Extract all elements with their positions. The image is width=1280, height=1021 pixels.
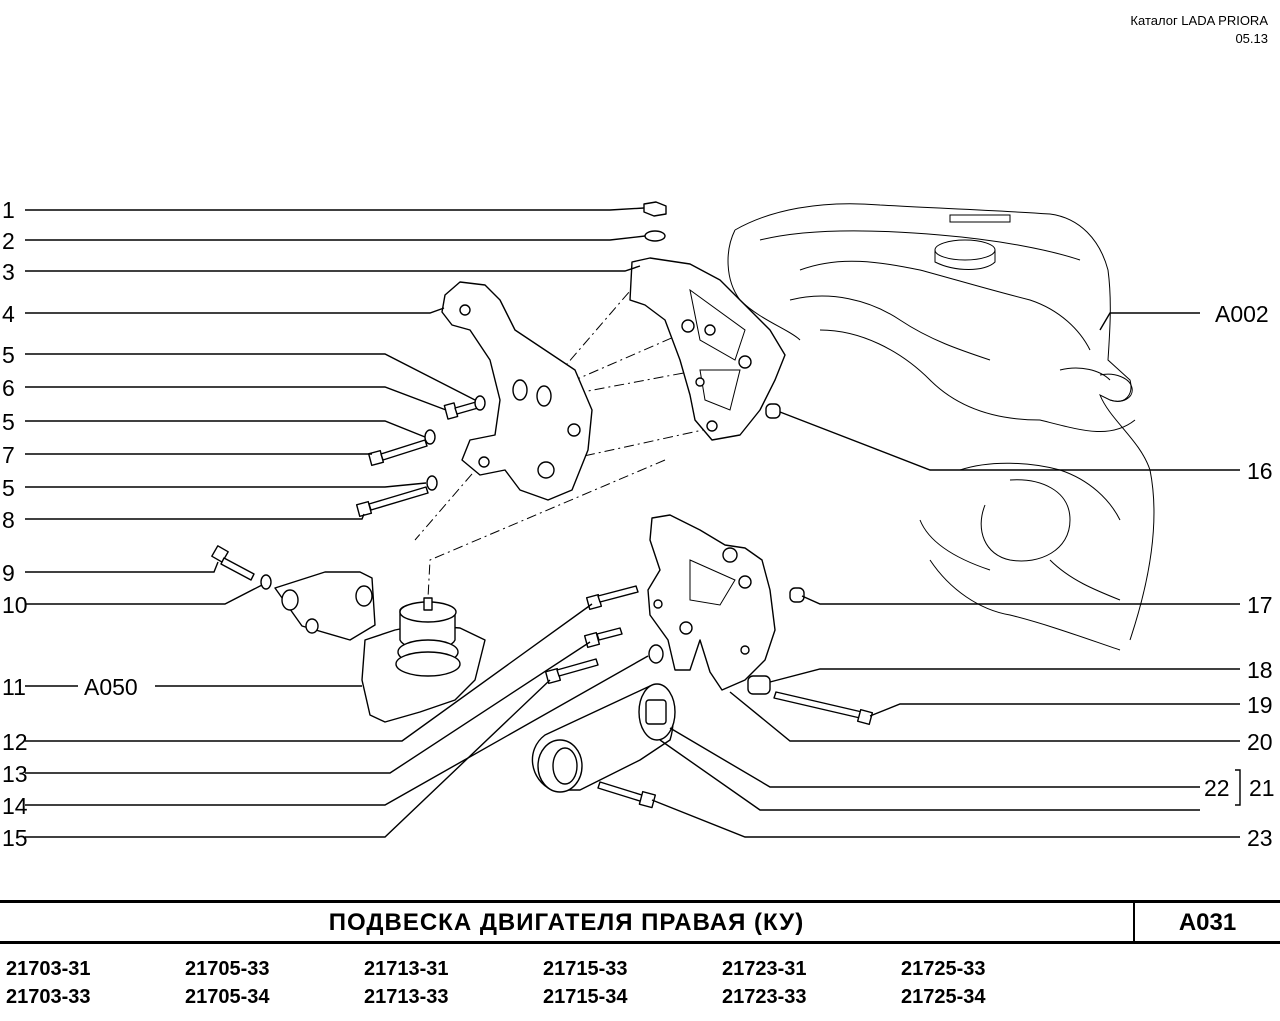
plate [274, 571, 376, 641]
fasteners [211, 201, 874, 809]
model-code: 21713-31 [364, 958, 449, 980]
model-code: 21703-31 [6, 958, 91, 980]
washer-5c [426, 475, 438, 491]
section-code: A031 [1178, 909, 1237, 936]
callout-17: 17 [1247, 592, 1273, 618]
callout-1: 1 [2, 197, 15, 223]
title-divider [1133, 903, 1135, 941]
ref-a002[interactable]: A002 [1215, 301, 1269, 327]
callout-23: 23 [1247, 825, 1273, 851]
callout-7: 7 [2, 442, 15, 468]
page-title: ПОДВЕСКА ДВИГАТЕЛЯ ПРАВАЯ (КУ) [328, 909, 805, 936]
torque-rod [531, 683, 676, 793]
callout-5b: 5 [2, 409, 15, 435]
model-list: 21703-31 21705-33 21713-31 21715-33 2172… [6, 958, 1106, 1014]
nut-1 [643, 201, 667, 217]
engine-mount-support [361, 597, 486, 723]
bolt-23 [597, 781, 657, 809]
model-code: 21725-33 [901, 958, 986, 980]
lower-bracket [647, 514, 776, 691]
callout-6: 6 [2, 375, 15, 401]
washer-5b [424, 429, 436, 445]
washer-12 [648, 644, 664, 664]
callout-18: 18 [1247, 657, 1273, 683]
model-code: 21713-33 [364, 986, 449, 1008]
bushing-16 [765, 403, 781, 419]
leader-lines [25, 207, 1241, 838]
callout-12: 12 [2, 729, 28, 755]
bolt-8 [355, 486, 429, 518]
model-code: 21705-33 [185, 958, 270, 980]
washer-10 [260, 574, 272, 590]
bolt-6 [443, 401, 479, 420]
bolt-7 [367, 439, 428, 467]
model-code: 21723-31 [722, 958, 807, 980]
washer-5a [474, 395, 486, 411]
callout-5a: 5 [2, 342, 15, 368]
catalog-date: 05.13 [1235, 31, 1268, 46]
callout-5c: 5 [2, 475, 15, 501]
callout-3: 3 [2, 259, 15, 285]
catalog-header: Каталог LADA PRIORA 05.13 [1130, 12, 1268, 48]
bolt-15 [544, 658, 599, 685]
callout-4: 4 [2, 301, 15, 327]
sleeve-18 [747, 675, 771, 695]
callouts-right: A002 16 17 18 19 20 22 21 23 [1204, 301, 1275, 851]
model-row-2: 21703-33 21705-34 21713-33 21715-34 2172… [6, 986, 1106, 1014]
engine-outline [727, 203, 1155, 651]
model-code: 21725-34 [901, 986, 986, 1008]
exploded-view-diagram: 1 2 3 4 5 6 5 7 5 8 9 10 11 12 13 14 15 … [2, 197, 1275, 851]
callout-22: 22 [1204, 775, 1230, 801]
callout-2: 2 [2, 228, 15, 254]
washer-2 [644, 230, 666, 242]
callout-14: 14 [2, 793, 28, 819]
callout-9: 9 [2, 560, 15, 586]
callout-11: 11 [2, 674, 26, 700]
bolt-9 [211, 545, 255, 581]
callout-21: 21 [1249, 775, 1275, 801]
model-code: 21715-33 [543, 958, 628, 980]
callout-8: 8 [2, 507, 15, 533]
callout-13: 13 [2, 761, 28, 787]
upper-bracket [629, 257, 786, 441]
model-code: 21703-33 [6, 986, 91, 1008]
left-bracket [441, 281, 593, 501]
bushing-17 [789, 587, 805, 603]
title-bar: ПОДВЕСКА ДВИГАТЕЛЯ ПРАВАЯ (КУ) A031 [0, 900, 1280, 944]
model-code: 21705-34 [185, 986, 270, 1008]
callout-15: 15 [2, 825, 28, 851]
bolt-13 [585, 585, 639, 611]
catalog-name: Каталог LADA PRIORA [1130, 13, 1268, 28]
callout-20: 20 [1247, 729, 1273, 755]
callouts-left: 1 2 3 4 5 6 5 7 5 8 9 10 11 12 13 14 15 … [2, 197, 138, 851]
callout-10: 10 [2, 592, 28, 618]
bolt-14 [583, 627, 623, 649]
callout-16: 16 [1247, 458, 1273, 484]
callout-19: 19 [1247, 692, 1273, 718]
model-row-1: 21703-31 21705-33 21713-31 21715-33 2172… [6, 958, 1106, 986]
model-code: 21715-34 [543, 986, 628, 1008]
model-code: 21723-33 [722, 986, 807, 1008]
bolt-19 [773, 691, 874, 726]
ref-a050[interactable]: A050 [84, 674, 138, 700]
